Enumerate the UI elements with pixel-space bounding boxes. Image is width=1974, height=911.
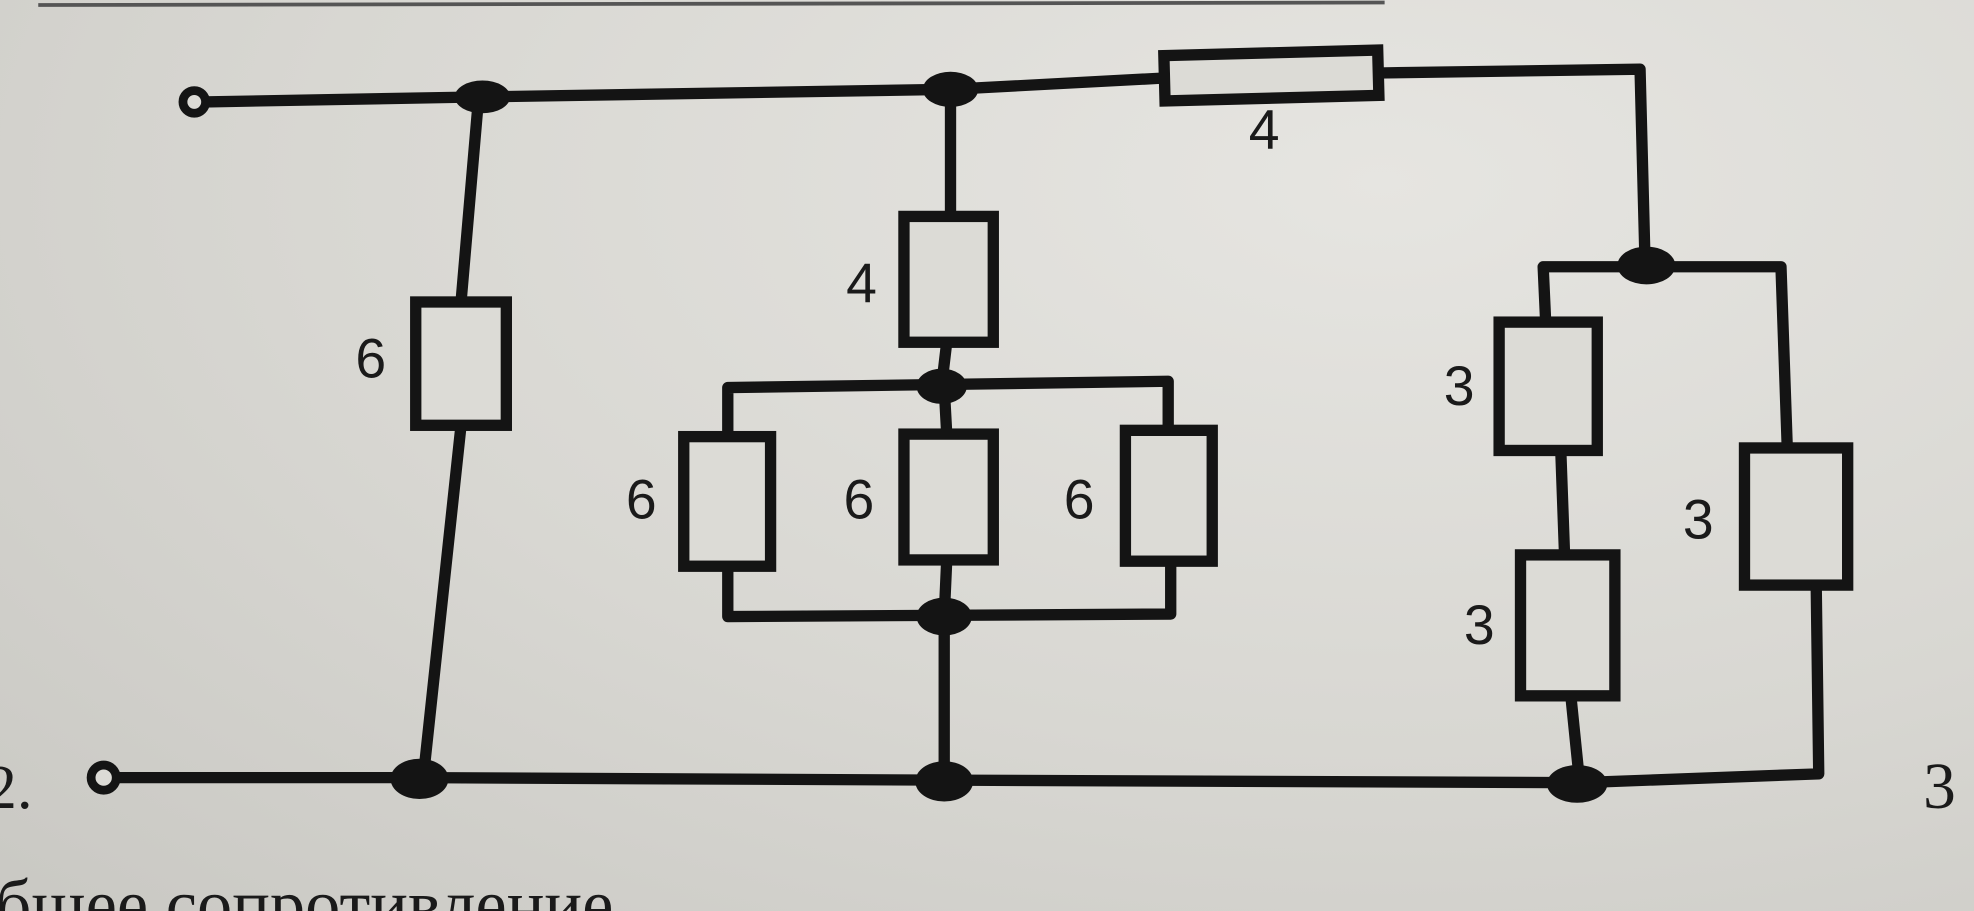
node-bottom-right (1546, 765, 1608, 803)
label-parallel-left: 6 (626, 468, 657, 530)
left-wire-upper (455, 91, 485, 308)
terminal-top (178, 86, 211, 118)
nodes (86, 71, 1676, 803)
node-top-mid (922, 71, 979, 107)
left-wire-lower (417, 419, 467, 784)
terminal-bottom (86, 760, 121, 795)
resistors (410, 44, 1854, 702)
resistor-left-shunt (410, 296, 512, 431)
node-parallel-bottom (916, 597, 972, 636)
label-right-upper: 3 (1444, 355, 1475, 417)
resistor-right-branch (1738, 442, 1854, 591)
problem-number-right: 3 (1923, 751, 1956, 823)
node-right-top (1617, 246, 1676, 285)
labels: 4 6 4 6 6 6 3 3 3 2. 3 бщее сопротивлени… (0, 98, 1956, 911)
resistor-middle-series (898, 210, 999, 348)
label-right-lower: 3 (1464, 594, 1495, 656)
node-bottom-left (390, 758, 449, 800)
resistor-right-upper (1493, 316, 1603, 457)
top-wire (198, 72, 1171, 108)
label-top-series: 4 (1249, 98, 1280, 160)
bottom-wire (105, 579, 1825, 789)
node-top-left (454, 80, 511, 114)
label-right-branch: 3 (1683, 489, 1714, 551)
label-parallel-right: 6 (1064, 468, 1095, 530)
node-bottom-mid (915, 761, 974, 802)
resistor-parallel-right (1119, 424, 1218, 567)
resistor-parallel-middle (898, 428, 999, 566)
node-parallel-top (916, 368, 967, 404)
label-left-shunt: 6 (355, 327, 386, 389)
caption-fragment: бщее сопротивление (0, 867, 613, 911)
resistor-right-lower (1514, 549, 1621, 702)
page-border-line (38, 0, 1385, 7)
resistor-parallel-left (678, 430, 777, 572)
label-parallel-middle: 6 (844, 468, 875, 530)
right-series-link (1555, 444, 1571, 561)
label-middle-series: 4 (846, 252, 877, 314)
top-right-wire (1372, 63, 1651, 270)
resistor-top-series (1158, 44, 1385, 107)
problem-number-left: 2. (0, 752, 33, 822)
